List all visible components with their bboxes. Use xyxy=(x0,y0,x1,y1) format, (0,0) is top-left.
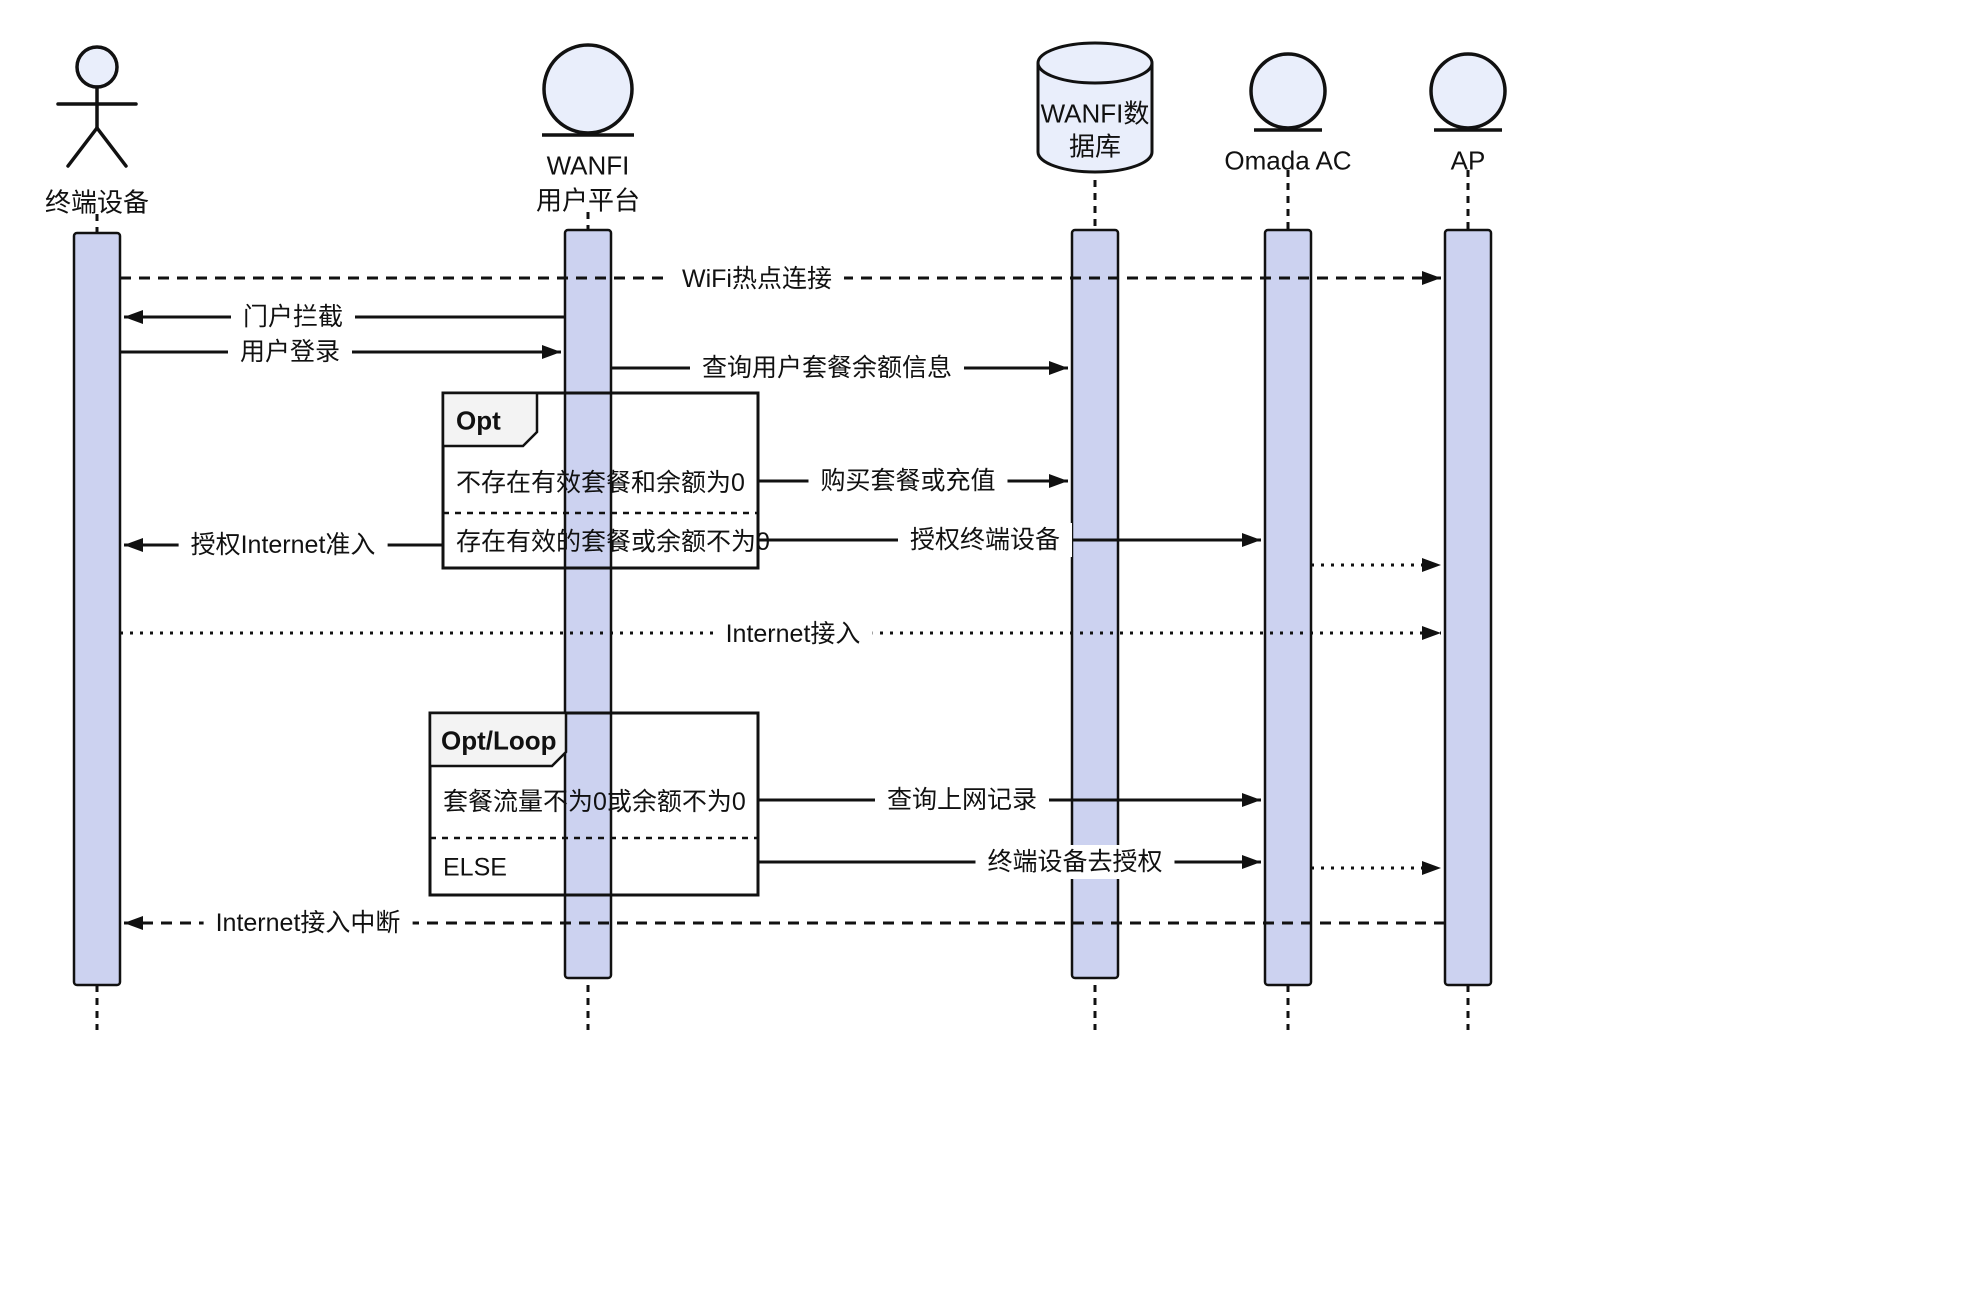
platform-label-line1: WANFI xyxy=(546,150,630,181)
opt-loop-condition-1: 套餐流量不为0或余额不为0 xyxy=(443,788,746,816)
wifi-connect-label: WiFi热点连接 xyxy=(670,262,844,296)
database-activation-bar xyxy=(1070,228,1120,980)
query-records-label: 查询上网记录 xyxy=(874,783,1050,817)
opt-condition-2: 存在有效的套餐或余额不为0 xyxy=(456,528,770,556)
activation-bars xyxy=(72,228,1493,987)
omada-activation-bar xyxy=(1263,228,1313,987)
deauthorize-device-label: 终端设备去授权 xyxy=(975,845,1175,879)
terminal-activation-bar xyxy=(72,231,122,987)
authorize-device-label: 授权终端设备 xyxy=(897,523,1073,557)
database-label-line1: WANFI数 xyxy=(1040,98,1150,129)
omada-entity-icon xyxy=(1249,52,1327,132)
ap-activation-bar xyxy=(1443,228,1493,987)
internet-interrupted-label: Internet接入中断 xyxy=(203,906,413,940)
buy-or-recharge-label: 购买套餐或充值 xyxy=(808,464,1008,498)
ap-label: AP xyxy=(1450,145,1486,176)
opt-loop-fragment-frame xyxy=(428,711,760,897)
authorize-internet-label: 授权Internet准入 xyxy=(178,528,388,562)
platform-label-line2: 用户平台 xyxy=(535,185,641,216)
terminal-actor-icon xyxy=(56,45,138,168)
opt-fragment-header xyxy=(441,391,539,448)
opt-loop-fragment-header xyxy=(428,711,568,768)
lifeline-stubs-top xyxy=(95,170,1470,233)
platform-entity-icon xyxy=(542,43,634,137)
opt-fragment-title: Opt xyxy=(456,405,501,436)
internet-access-label: Internet接入 xyxy=(713,617,873,651)
portal-intercept-label: 门户拦截 xyxy=(230,300,356,334)
database-icon xyxy=(1036,41,1154,174)
opt-loop-fragment-title: Opt/Loop xyxy=(441,725,557,756)
database-label-line2: 据库 xyxy=(1068,131,1122,162)
omada-label: Omada AC xyxy=(1224,145,1352,176)
terminal-actor-label: 终端设备 xyxy=(44,187,150,218)
platform-activation-bar xyxy=(563,228,613,980)
opt-condition-1: 不存在有效套餐和余额为0 xyxy=(456,469,745,497)
lifeline-stubs-bottom xyxy=(95,985,1470,1030)
opt-loop-condition-2: ELSE xyxy=(443,853,507,882)
query-balance-label: 查询用户套餐余额信息 xyxy=(689,351,965,385)
ap-entity-icon xyxy=(1429,52,1507,132)
user-login-label: 用户登录 xyxy=(227,335,353,369)
